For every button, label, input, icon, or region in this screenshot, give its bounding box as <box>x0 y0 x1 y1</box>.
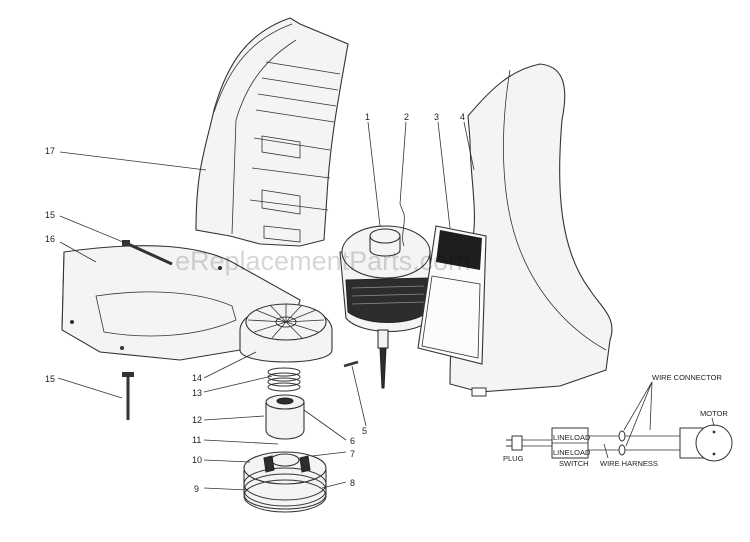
wire-harness-label: WIRE HARNESS <box>600 459 658 468</box>
upper-housing-part-17 <box>195 17 349 247</box>
spring-part-13 <box>267 367 301 392</box>
callout-7: 7 <box>350 449 355 459</box>
callout-4: 4 <box>460 112 465 122</box>
callout-15-upper: 15 <box>45 210 55 220</box>
wiring-schematic: LINE LOAD LINE LOAD SWITCH PLUG WIRE CON… <box>503 373 733 468</box>
screw-part-15-lower <box>122 372 134 420</box>
watermark: eReplacementParts.com <box>175 246 471 276</box>
motor-label: MOTOR <box>700 409 728 418</box>
callout-11: 11 <box>192 435 201 445</box>
plug-label: PLUG <box>503 454 524 463</box>
decal-part-3 <box>417 225 487 365</box>
switch-load-label: LOAD <box>570 433 591 442</box>
callout-14: 14 <box>192 373 202 383</box>
callout-6: 6 <box>350 436 355 446</box>
wire-connector-icon <box>618 430 626 456</box>
callout-5: 5 <box>362 426 367 436</box>
motor-schematic-icon <box>679 424 733 462</box>
spool-cap-part-9 <box>243 451 327 513</box>
plug-icon <box>506 435 523 451</box>
callout-8: 8 <box>350 478 355 488</box>
callout-9: 9 <box>194 484 199 494</box>
callout-1: 1 <box>365 112 370 122</box>
callout-leaders <box>57 121 475 491</box>
callout-2: 2 <box>404 112 409 122</box>
callout-12: 12 <box>192 415 202 425</box>
callout-3: 3 <box>434 112 439 122</box>
fan-part-14 <box>239 303 333 363</box>
switch-line-label: LINE <box>553 433 570 442</box>
pin-part-5 <box>343 360 359 368</box>
spool-hub-part-12 <box>265 394 305 440</box>
switch-label: SWITCH <box>559 459 589 468</box>
callout-numbers: 1 2 3 4 5 6 7 8 9 10 11 12 13 14 15 15 1… <box>45 112 465 494</box>
callout-16: 16 <box>45 234 55 244</box>
wire-connector-label: WIRE CONNECTOR <box>652 373 722 382</box>
switch-load-label-2: LOAD <box>570 448 591 457</box>
switch-line-label-2: LINE <box>553 448 570 457</box>
motor-part-1 <box>339 203 431 389</box>
callout-10: 10 <box>192 455 202 465</box>
callout-17: 17 <box>45 146 55 156</box>
callout-15-lower: 15 <box>45 374 55 384</box>
callout-13: 13 <box>192 388 202 398</box>
